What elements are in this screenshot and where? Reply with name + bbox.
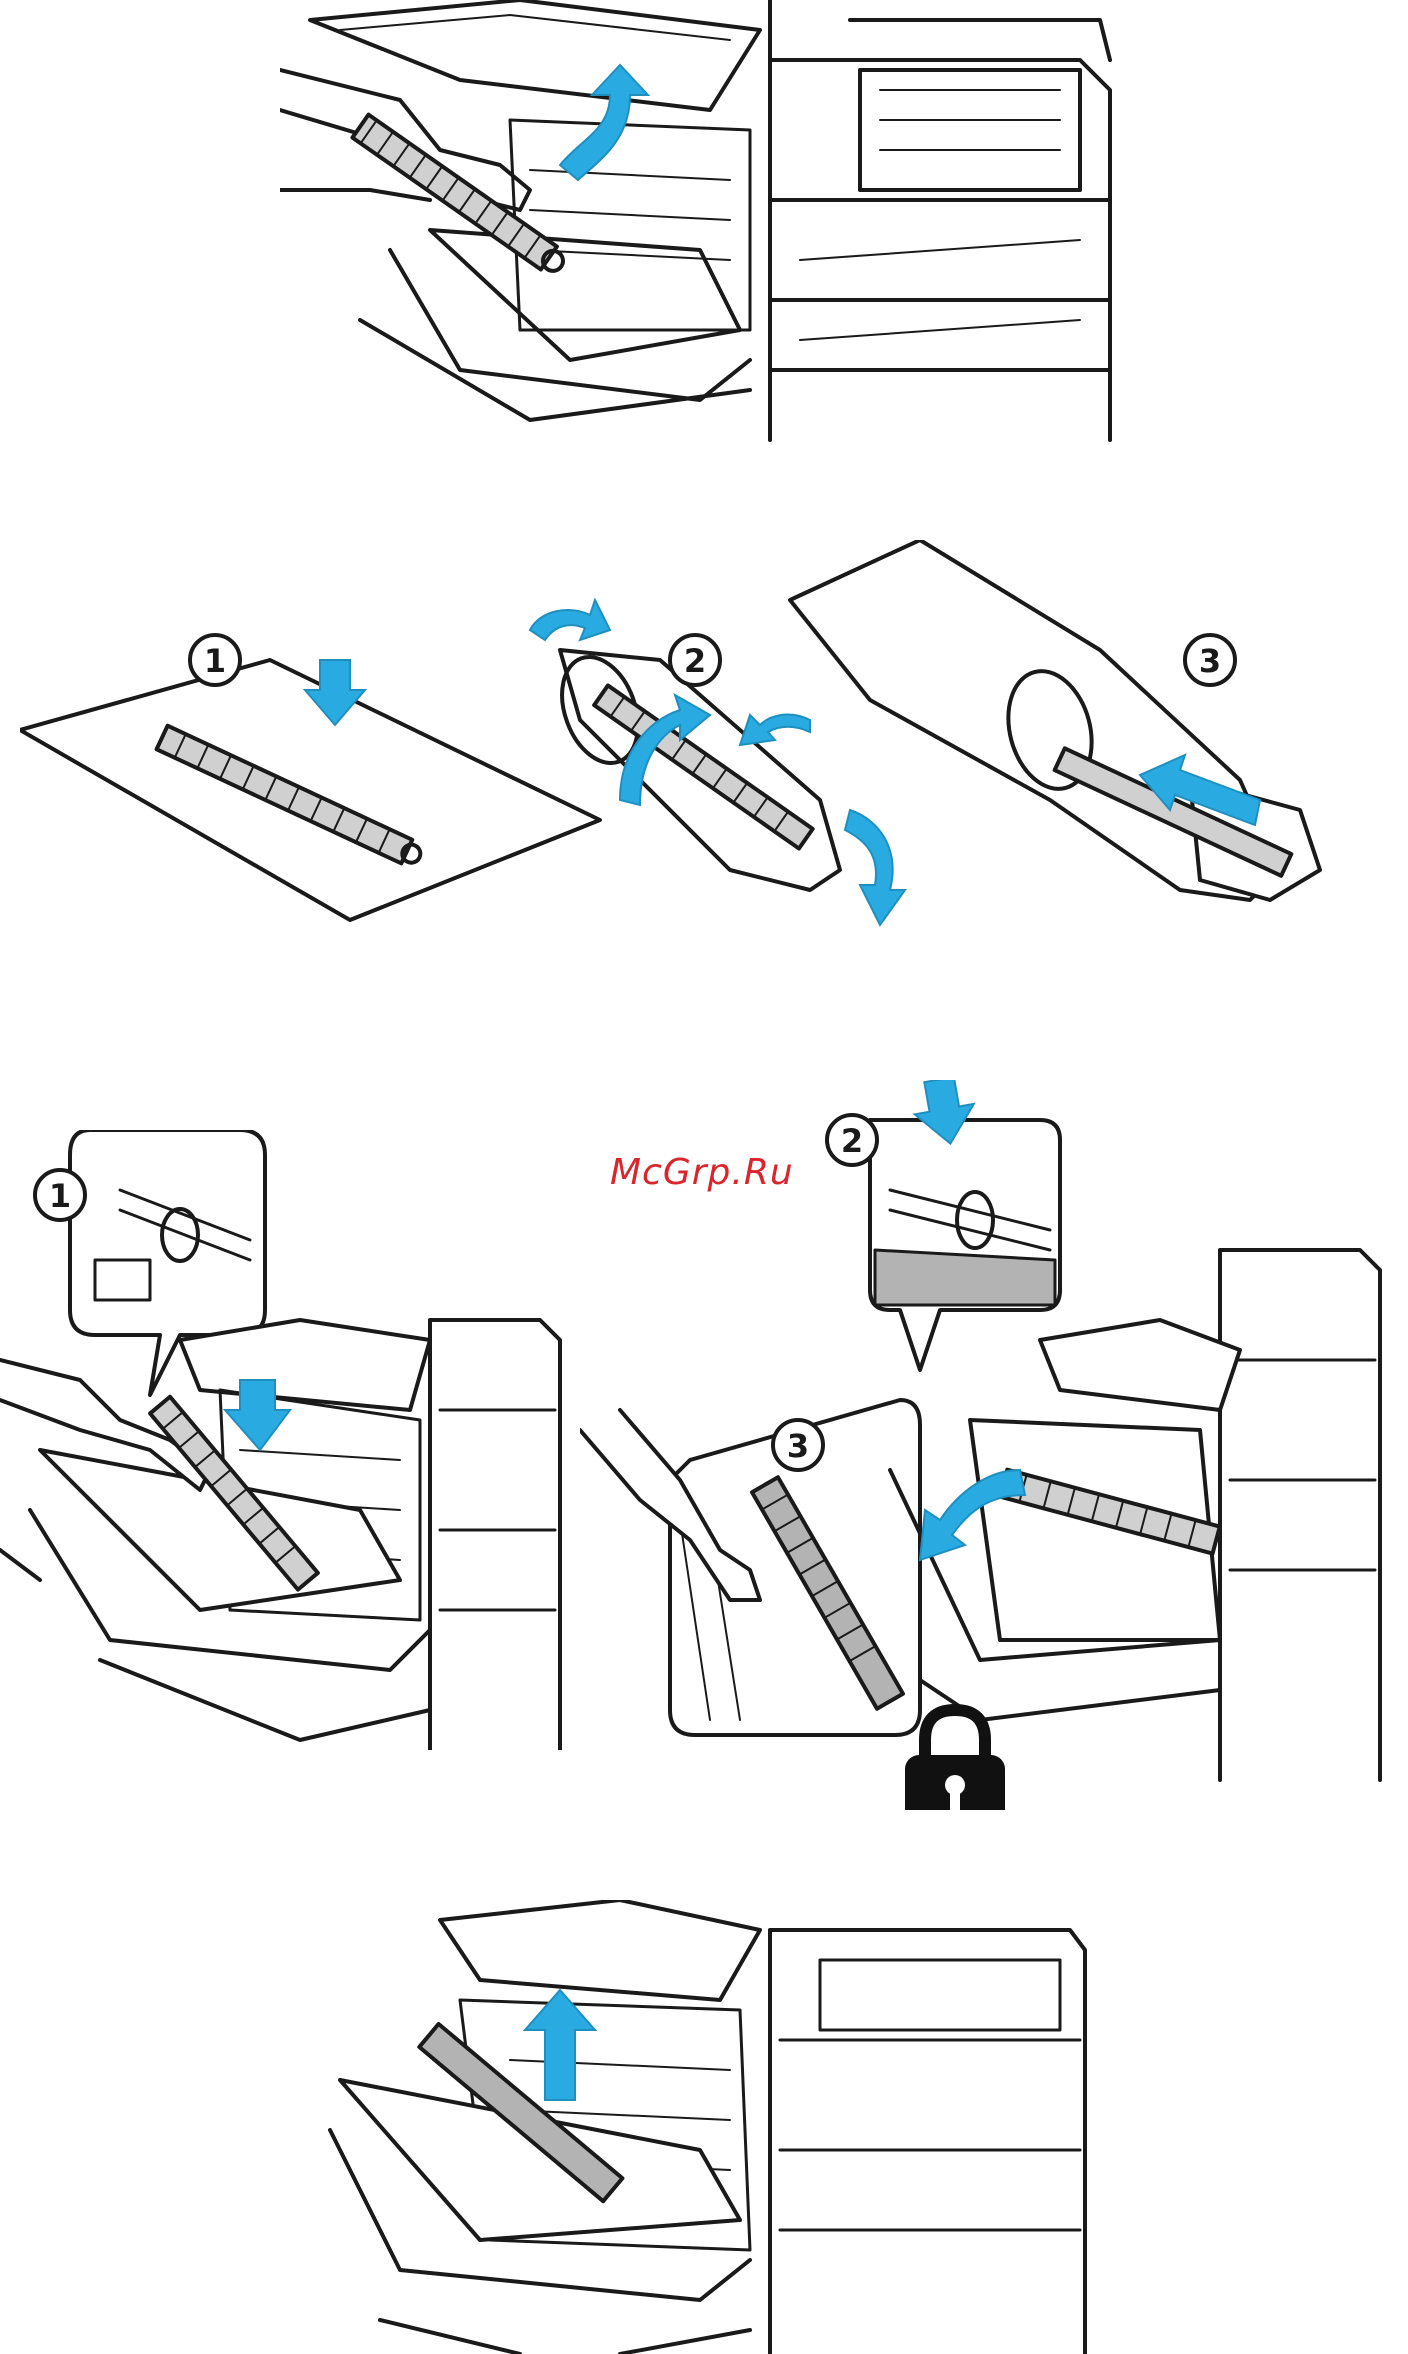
figure-remove-protective-cover	[320, 1900, 1100, 2354]
illustration-packaging-steps: 1 2 3	[20, 540, 1400, 940]
figure-install-roller: 1	[0, 1130, 570, 1750]
step-number: 2	[841, 1122, 863, 1160]
step-marker-2: 2	[670, 635, 720, 685]
figure-package-roller: 1 2 3	[20, 540, 1400, 940]
step-number: 3	[1199, 642, 1221, 680]
illustration-remove-cover	[320, 1900, 1100, 2354]
step-number: 1	[204, 642, 226, 680]
illustration-install-roller: 1	[0, 1130, 570, 1750]
illustration-printer-remove	[280, 0, 1120, 450]
arrow-rotate-icon	[845, 810, 905, 925]
padlock-icon	[905, 1710, 1005, 1810]
step-marker-1: 1	[190, 635, 240, 685]
arrow-curl-icon	[740, 715, 810, 745]
step-marker-2: 2	[827, 1115, 877, 1165]
step-marker-3: 3	[773, 1420, 823, 1470]
step-number: 3	[787, 1427, 809, 1465]
figure-remove-transfer-roller	[280, 0, 1120, 450]
step-number: 2	[684, 642, 706, 680]
step-marker-3: 3	[1185, 635, 1235, 685]
figure-seat-and-lock-roller: 2 3	[580, 1080, 1400, 1810]
step-number: 1	[49, 1177, 71, 1215]
arrow-curl-icon	[530, 600, 610, 640]
illustration-lock-roller: 2 3	[580, 1080, 1400, 1810]
step-marker-1: 1	[35, 1170, 85, 1220]
